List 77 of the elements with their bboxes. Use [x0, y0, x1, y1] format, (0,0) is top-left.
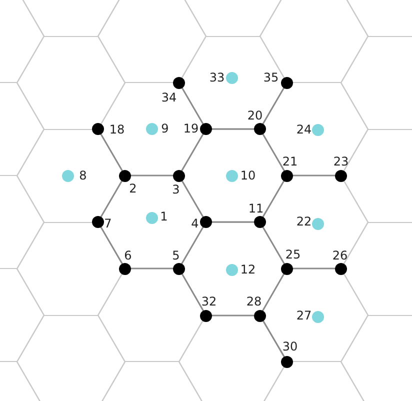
grid-edge: [130, 174, 174, 176]
center-dot: [146, 212, 158, 224]
grid-edge: [292, 268, 336, 270]
point-number: 30: [282, 340, 298, 354]
point-number: 21: [282, 156, 298, 168]
grid-edge: [262, 179, 286, 218]
grid-edge: [211, 128, 255, 130]
grid-edge: [262, 86, 286, 126]
point-number: 10: [240, 170, 256, 182]
grid-edge: [180, 86, 204, 126]
grid-edge: [262, 272, 286, 312]
grid-edge: [262, 226, 286, 265]
center-dot: [312, 124, 324, 136]
grid-edge: [211, 314, 255, 316]
grid-edge: [100, 179, 124, 218]
vertex-dot: [173, 262, 185, 274]
point-number: 20: [247, 110, 263, 122]
point-number: 7: [104, 218, 112, 230]
vertex-dot: [254, 310, 266, 322]
point-number: 9: [161, 122, 169, 136]
point-number: 27: [296, 310, 312, 322]
grid-edge: [180, 132, 204, 172]
point-number: 28: [246, 296, 262, 308]
point-number: 24: [296, 124, 312, 136]
point-number: 12: [240, 264, 256, 276]
grid-edge: [292, 174, 336, 176]
grid-edge: [180, 272, 204, 312]
vertex-dot: [335, 170, 347, 182]
vertex-dot: [119, 262, 131, 274]
point-number: 2: [129, 182, 137, 196]
point-number: 8: [79, 170, 87, 182]
point-number: 22: [296, 216, 312, 228]
vertex-dot: [254, 123, 266, 135]
point-number: 35: [263, 72, 279, 84]
grid-edge: [262, 319, 286, 358]
point-number: 18: [109, 124, 125, 136]
grid-edge: [180, 226, 204, 265]
vertex-dot: [281, 170, 293, 182]
point-number: 25: [285, 248, 301, 262]
point-number: 19: [183, 122, 199, 136]
center-dot: [146, 123, 158, 135]
center-dot: [226, 72, 238, 84]
vertex-dot: [173, 170, 185, 182]
vertex-dot: [119, 170, 131, 182]
point-number: 1: [160, 210, 168, 224]
center-dot: [312, 311, 324, 323]
point-number: 5: [172, 250, 180, 262]
center-dot: [226, 170, 238, 182]
vertex-dot: [200, 216, 212, 228]
grid-edge: [180, 179, 204, 218]
vertex-dot: [254, 216, 266, 228]
point-number: 6: [124, 250, 132, 262]
center-dot: [312, 218, 324, 230]
point-number: 4: [191, 218, 199, 230]
vertex-dot: [92, 123, 104, 135]
center-dot: [226, 264, 238, 276]
grid-edge: [130, 268, 174, 270]
grid-edge: [100, 132, 124, 172]
grid-edge: [262, 132, 286, 172]
point-number: 34: [161, 92, 177, 104]
vertex-dot: [200, 123, 212, 135]
point-number: 26: [332, 250, 348, 262]
vertex-dot: [281, 76, 293, 88]
point-number: 11: [248, 202, 264, 216]
vertex-dot: [173, 76, 185, 88]
vertex-dot: [92, 216, 104, 228]
vertex-dot: [281, 356, 293, 368]
grid-edge: [100, 226, 124, 265]
vertex-dot: [335, 262, 347, 274]
point-number: 33: [209, 72, 225, 84]
vertex-dot: [200, 310, 212, 322]
center-dot: [62, 170, 74, 182]
point-number: 3: [172, 184, 180, 196]
grid-edge: [211, 221, 255, 223]
point-number: 32: [201, 296, 217, 308]
point-number: 23: [333, 156, 349, 168]
vertex-dot: [281, 262, 293, 274]
